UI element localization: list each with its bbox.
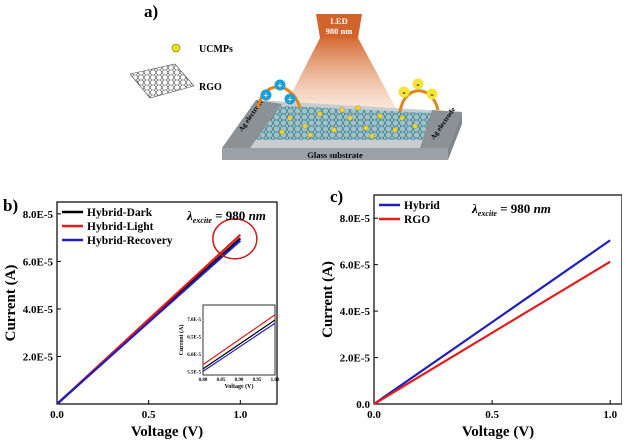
plot-frame <box>56 201 278 405</box>
inset-x-tick-label: 0.80 <box>199 378 208 383</box>
y-tick-label: 8.0E-5 <box>23 209 54 221</box>
panel-label-a: a) <box>144 2 159 21</box>
inset-chart: 0.80 0.85 0.90 0.95 1.00 5.5E-5 6.0E-5 6.5E-5 7.… <box>178 304 280 390</box>
legend-ucmps: UCMPs <box>199 44 233 55</box>
svg-text:+: + <box>277 81 282 91</box>
substrate-label: Glass substrate <box>307 150 363 160</box>
x-tick-label: 0.0 <box>50 409 64 421</box>
excitation-annotation: λexcite = 980 nm <box>471 201 551 218</box>
inset-y-tick-label: 6.5E-5 <box>187 336 201 341</box>
right-electrode <box>420 110 462 148</box>
inset-x-tick-label: 0.85 <box>217 378 226 383</box>
svg-text:-: - <box>402 88 405 99</box>
inset-series-line <box>202 322 276 372</box>
chart-b: 0.0 0.5 1.0 2.0E-5 4.0E-5 6.0E-5 8.0E-5 Hybrid… <box>3 201 280 440</box>
x-tick-label: 0.5 <box>485 409 499 421</box>
panel-label-c: c) <box>330 187 344 206</box>
hole-charges: + + + <box>260 79 296 105</box>
y-axis-title: Current (A) <box>322 261 336 338</box>
panel-label-b: b) <box>3 196 19 215</box>
y-tick-label: 2.0E-5 <box>340 353 371 365</box>
led-label-line2: 980 nm <box>326 26 353 36</box>
series-line-hybrid-recovery <box>56 239 242 405</box>
series-line-rgo <box>373 260 611 405</box>
plot-frame <box>373 194 622 405</box>
y-tick-label: 6.0E-5 <box>23 256 54 268</box>
series-line-hybrid <box>373 239 611 405</box>
x-tick-label: 0.0 <box>367 409 381 421</box>
x-tick-label: 1.0 <box>603 409 617 421</box>
inset-y-tick-label: 7.0E-5 <box>187 318 201 323</box>
electron-charges: - - - <box>398 78 438 101</box>
y-tick-label: 4.0E-5 <box>23 304 54 316</box>
x-axis-title: Voltage (V) <box>131 424 203 440</box>
led-beam <box>282 38 398 112</box>
y-tick-label: 0.0 <box>356 399 370 411</box>
inset-y-axis-title: Current (A) <box>178 325 185 356</box>
svg-text:-: - <box>416 80 419 91</box>
y-tick-label: 4.0E-5 <box>340 306 371 318</box>
legend-label: Hybrid <box>404 200 440 212</box>
inset-y-tick-label: 6.0E-5 <box>187 353 201 358</box>
highlight-circle <box>212 218 258 260</box>
legend-label: Hybrid-Recovery <box>87 235 173 247</box>
led-source: LED 980 nm <box>316 14 362 38</box>
excitation-annotation: λexcite = 980 nm <box>186 208 266 225</box>
inset-y-tick-label: 5.5E-5 <box>187 371 201 376</box>
inset-x-tick-label: 0.90 <box>235 378 244 383</box>
legend-label: RGO <box>404 214 430 226</box>
y-tick-label: 2.0E-5 <box>23 351 54 363</box>
inset-series-line <box>202 319 276 370</box>
svg-text:+: + <box>263 91 268 101</box>
ucmp-particles <box>279 105 418 139</box>
y-tick-label: 6.0E-5 <box>340 260 371 272</box>
inset-x-tick-label: 1.00 <box>271 378 280 383</box>
rgo-sheet-icon <box>129 63 195 99</box>
y-tick-label: 8.0E-5 <box>340 213 371 225</box>
left-electrode <box>222 100 282 148</box>
chart-c: 0.0 0.5 1.0 0.0 2.0E-5 4.0E-5 6.0E-5 8.0E-5 Hyb… <box>322 194 622 440</box>
x-axis-title: Voltage (V) <box>462 424 534 440</box>
legend-label: Hybrid-Dark <box>87 207 153 219</box>
ucmp-particle-icon <box>171 43 181 53</box>
inset-x-axis-title: Voltage (V) <box>225 383 254 390</box>
device-schematic: LED 980 nm UCMPs RGO Glass substrate Ag … <box>129 14 462 160</box>
inset-x-tick-label: 0.95 <box>253 378 262 383</box>
inset-series-line <box>202 314 276 366</box>
svg-text:-: - <box>430 90 433 101</box>
y-axis-title: Current (A) <box>3 265 19 342</box>
legend-rgo: RGO <box>199 82 222 93</box>
x-tick-label: 1.0 <box>233 409 247 421</box>
electron-transport-arrow <box>398 89 440 113</box>
x-tick-label: 0.5 <box>142 409 156 421</box>
led-label-line1: LED <box>330 16 347 26</box>
svg-text:+: + <box>287 95 292 105</box>
legend-label: Hybrid-Light <box>87 221 154 233</box>
